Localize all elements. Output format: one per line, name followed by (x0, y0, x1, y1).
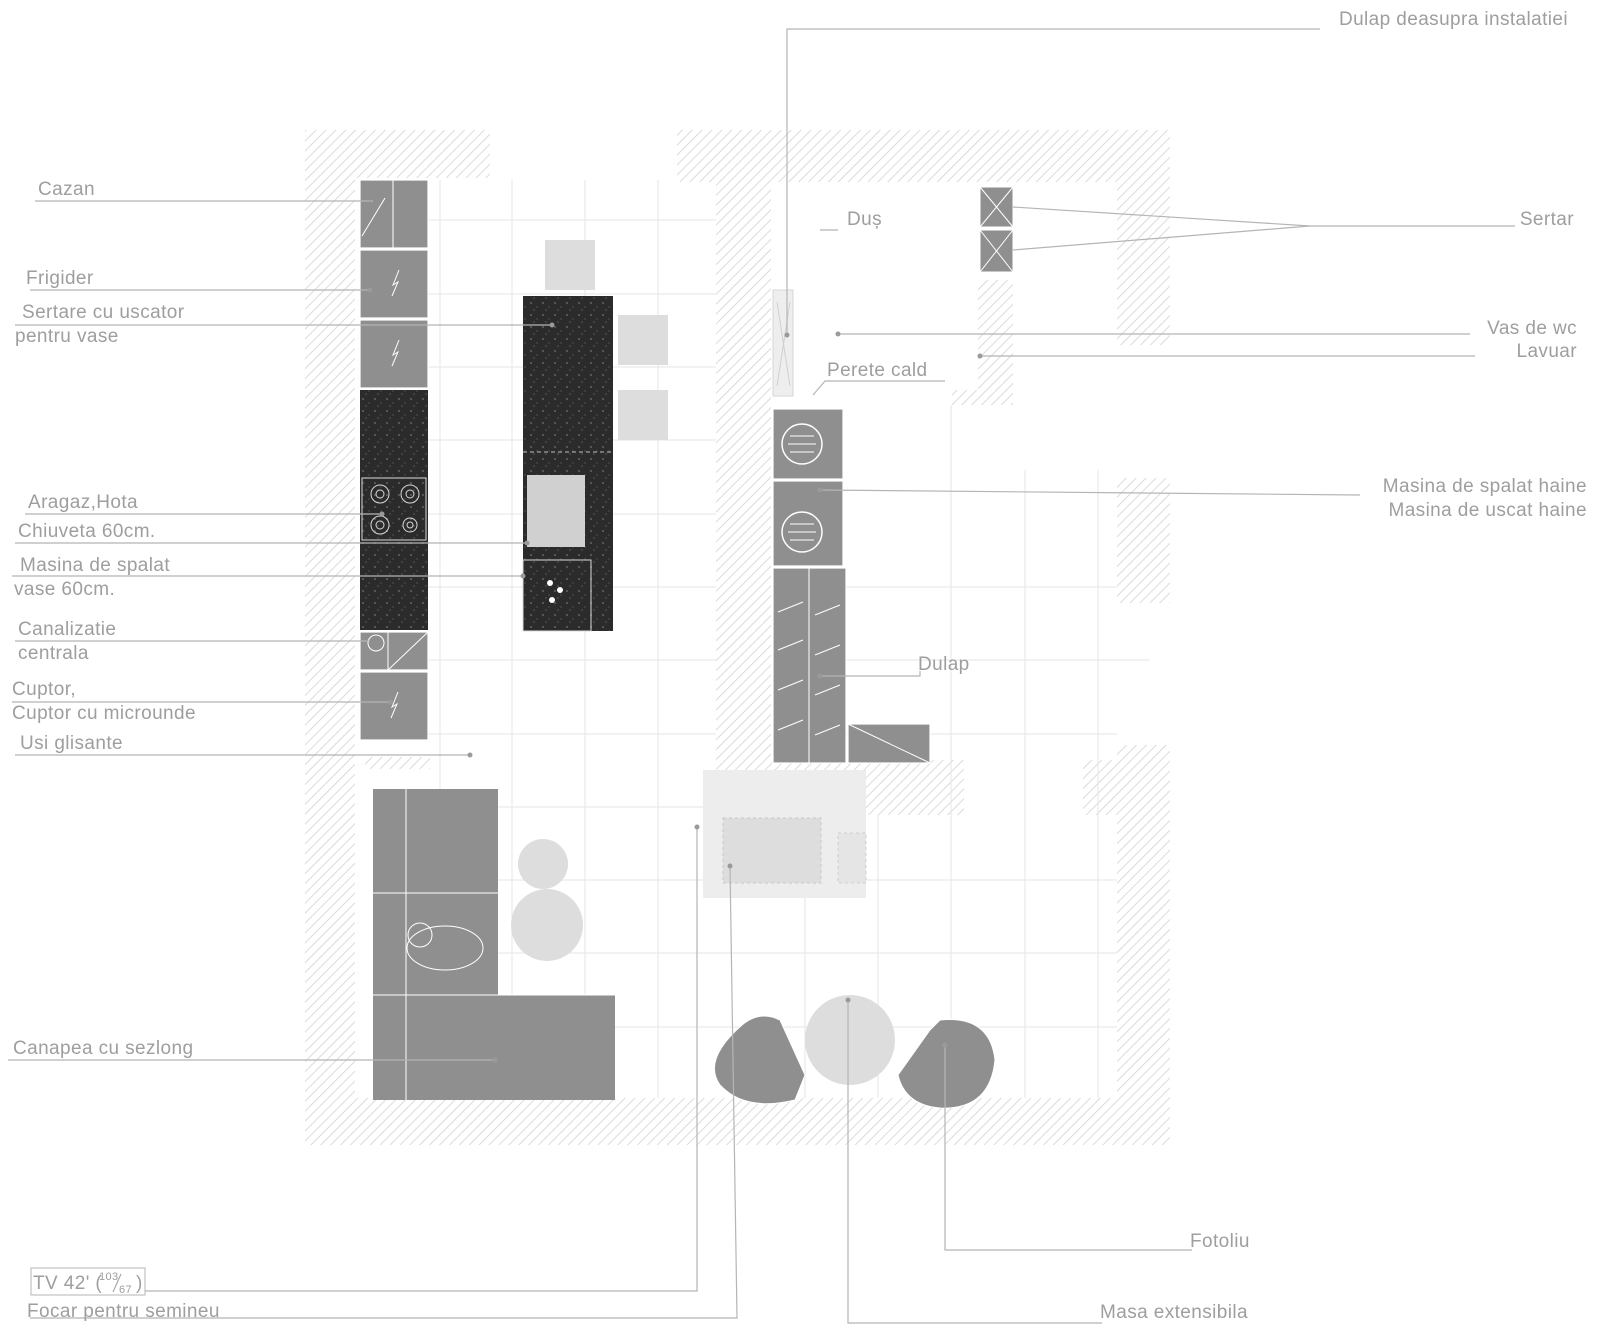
label-canapea: Canapea cu sezlong (13, 1038, 193, 1059)
armchair-left (713, 1015, 806, 1105)
stove-icon (361, 477, 427, 541)
fireplace (722, 817, 822, 884)
label-focar: Focar pentru semineu (27, 1301, 220, 1322)
extendable-table (805, 995, 895, 1085)
label-tv: TV 42' ( (33, 1273, 102, 1294)
bathroom (772, 186, 1014, 397)
sofa (373, 789, 615, 1100)
label-fotoliu: Fotoliu (1190, 1231, 1250, 1252)
label-masina-vase-1: Masina de spalat (20, 555, 170, 576)
label-canalizatie-1: Canalizatie (18, 619, 116, 640)
bar-stool (618, 315, 668, 365)
boiler-cabinet (359, 179, 429, 249)
label-masina-haine-1: Masina de spalat haine (1383, 476, 1587, 497)
label-masina-vase-2: vase 60cm. (14, 579, 115, 600)
bar-stool (545, 240, 595, 290)
label-sertare-2: pentru vase (15, 326, 119, 347)
label-frigider: Frigider (26, 268, 94, 289)
label-tv-close: ) (136, 1273, 143, 1294)
label-lavuar: Lavuar (1517, 341, 1578, 362)
label-tv-num: 103 (99, 1271, 119, 1283)
label-usi: Usi glisante (20, 733, 123, 754)
label-aragaz: Aragaz,Hota (28, 492, 138, 513)
dishwasher (522, 559, 592, 632)
label-masa: Masa extensibila (1100, 1302, 1248, 1323)
label-cuptor-2: Cuptor cu microunde (12, 703, 196, 724)
label-canalizatie-2: centrala (18, 643, 89, 664)
kitchen-island (522, 240, 668, 632)
armchair-right (897, 1019, 996, 1109)
leader-dots (367, 287, 983, 1063)
label-masina-haine-2: Masina de uscat haine (1388, 500, 1587, 521)
living-area (373, 770, 996, 1109)
label-sertar: Sertar (1520, 209, 1574, 230)
bar-stool (618, 390, 668, 440)
label-dulap-instalatie: Dulap deasupra instalatiei (1339, 9, 1568, 30)
side-table (511, 889, 583, 961)
label-cuptor-1: Cuptor, (12, 679, 76, 700)
walls (305, 130, 1170, 1145)
tv-label-box (30, 1267, 146, 1296)
leader-lines (8, 28, 1515, 1324)
labels: Cazan Frigider Sertare cu uscator pentru… (12, 9, 1587, 1323)
label-chiuveta: Chiuveta 60cm. (18, 521, 156, 542)
granite-island (523, 296, 613, 631)
water-drop-icon (547, 580, 563, 603)
label-sertare-1: Sertare cu uscator (22, 302, 185, 323)
label-dulap: Dulap (918, 654, 970, 675)
label-tv-den: 67 (119, 1284, 132, 1296)
granite-counter-left (360, 390, 428, 630)
label-vas-wc: Vas de wc (1487, 318, 1577, 339)
sink (527, 475, 585, 547)
label-cazan: Cazan (38, 179, 95, 200)
kitchen-counter-left (359, 179, 429, 741)
laundry-wardrobe (772, 408, 931, 764)
label-dus: Duș (847, 209, 882, 230)
ottoman (518, 839, 568, 889)
label-perete-cald: Perete cald (827, 360, 928, 381)
